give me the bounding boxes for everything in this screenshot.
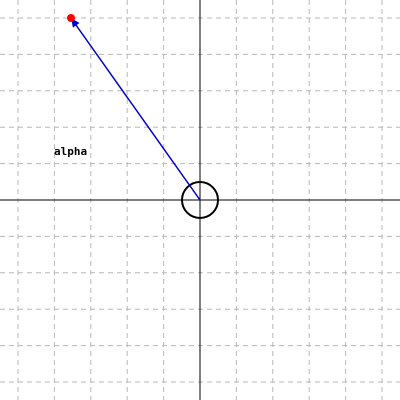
vector-label: alpha — [54, 145, 87, 158]
vector-tip-point[interactable] — [67, 14, 75, 22]
vector-alpha[interactable] — [70, 17, 201, 201]
origin-circle — [181, 181, 219, 219]
